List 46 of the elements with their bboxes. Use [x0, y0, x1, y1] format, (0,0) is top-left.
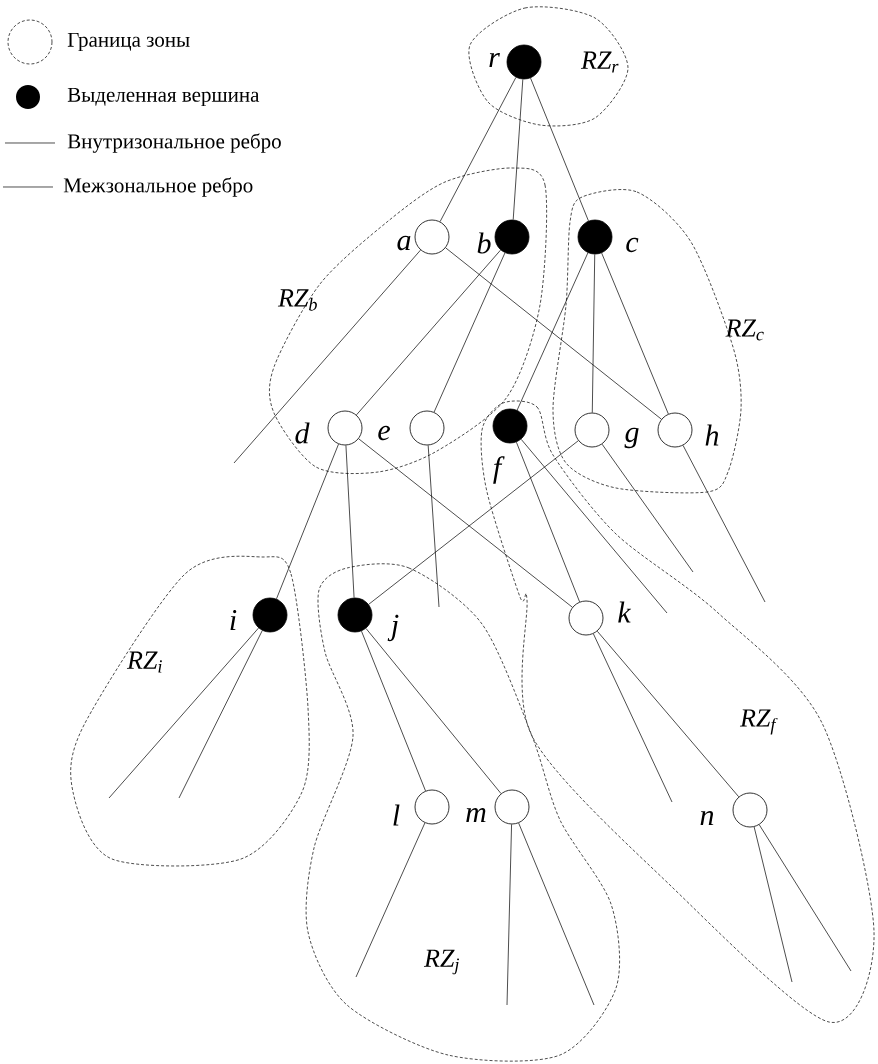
edge-line [593, 633, 673, 803]
edge-line [601, 252, 669, 415]
edge-line [361, 630, 426, 792]
legend-text: Граница зоны [67, 32, 190, 52]
edge-line [516, 441, 580, 603]
vertex-label: a [397, 235, 411, 251]
edge-line [520, 438, 668, 614]
legend-text: Внутризональное ребро [67, 133, 281, 153]
edge-line [345, 445, 355, 598]
edge-line [365, 628, 502, 794]
edge-line [591, 254, 596, 413]
edge-line [433, 252, 506, 413]
edge-line [445, 247, 662, 420]
vertex-label: l [393, 804, 400, 826]
node-label: c [756, 331, 764, 341]
edge-line [506, 824, 512, 1006]
vertex-label: n [700, 810, 714, 826]
vertex-label: j [387, 614, 399, 642]
legend-text: Выделенная вершина [67, 87, 260, 107]
vertex-label: b [477, 232, 491, 254]
vertex-label: k [618, 601, 632, 623]
vertex-label: h [705, 424, 719, 446]
vertex-label: d [295, 422, 310, 444]
edge-line [518, 822, 595, 1006]
edge-line [355, 822, 426, 978]
edge-line [439, 77, 517, 222]
vertex-label: g [624, 427, 639, 449]
edge-line [427, 445, 440, 608]
edge-line [682, 445, 766, 603]
edge-line [753, 826, 793, 983]
legend-text: Межзональное ребро [63, 177, 253, 197]
edge-line [178, 630, 263, 799]
vertex-label: e [378, 425, 390, 441]
vertex-label: i [230, 610, 237, 630]
edge-line [596, 630, 740, 798]
edge-line [108, 627, 259, 799]
edge-line [356, 249, 501, 416]
edge-line [601, 443, 694, 573]
edge-line [758, 824, 852, 972]
edge-line [276, 443, 339, 600]
edge-line [516, 252, 589, 411]
vertex-label: r [489, 52, 500, 68]
edge-line [530, 77, 589, 222]
vertex-label: c [626, 237, 639, 253]
edge-line [512, 79, 524, 220]
edge-line [233, 249, 421, 464]
